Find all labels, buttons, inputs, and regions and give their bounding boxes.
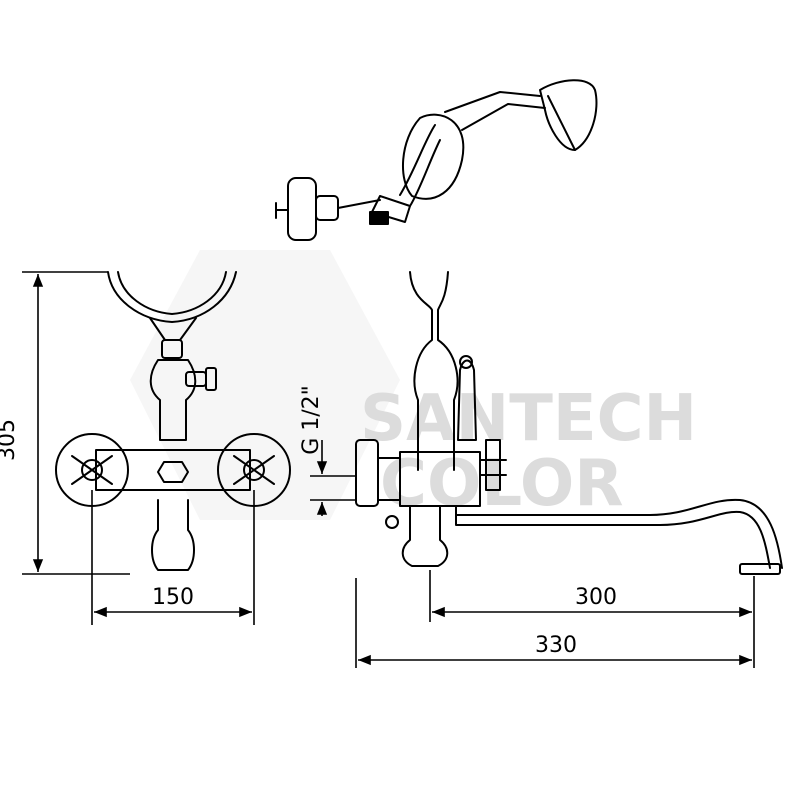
- dimension-handle-spacing-label: 150: [152, 585, 194, 610]
- dimension-thread-label: G 1/2": [299, 385, 324, 455]
- dimension-height: 305: [0, 271, 130, 575]
- dimension-overall-reach-label: 330: [535, 633, 577, 658]
- dimension-thread: G 1/2": [299, 385, 356, 516]
- dimension-handle-spacing: 150: [91, 490, 255, 625]
- dimension-spout-reach-label: 300: [575, 585, 617, 610]
- dimension-spout-reach: 300: [429, 570, 755, 622]
- watermark-logo: [130, 250, 400, 520]
- dimension-height-label: 305: [0, 419, 20, 461]
- watermark-line1: SANTECH: [360, 382, 697, 456]
- mixer-side-view: [355, 271, 783, 575]
- hand-shower: [275, 79, 598, 241]
- watermark-line2: COLOR: [380, 447, 624, 521]
- watermark: SANTECH COLOR: [130, 250, 697, 521]
- dimension-overall-reach: 330: [355, 578, 755, 668]
